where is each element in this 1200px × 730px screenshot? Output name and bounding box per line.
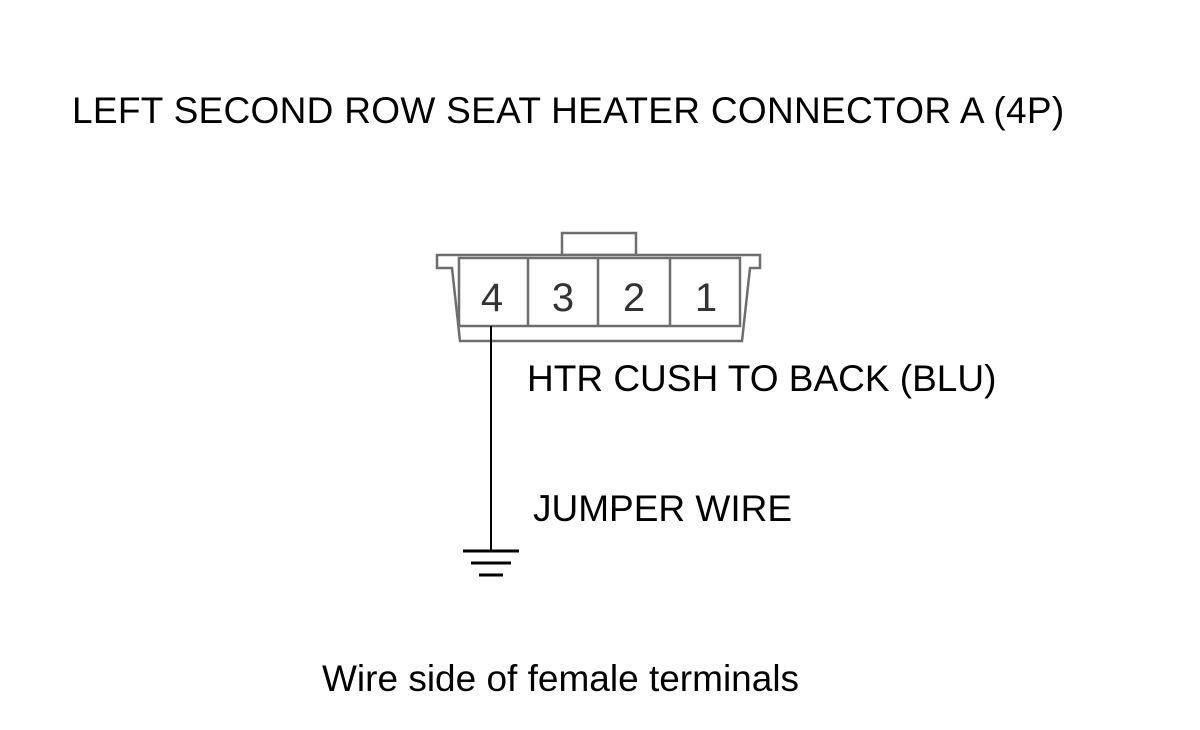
jumper-wire-label: JUMPER WIRE xyxy=(533,488,792,529)
connector-housing xyxy=(435,231,762,343)
connector-latch xyxy=(560,231,638,257)
wire-label: HTR CUSH TO BACK (BLU) xyxy=(527,358,997,399)
footer-note: Wire side of female terminals xyxy=(322,658,800,699)
pin-number: 3 xyxy=(552,276,574,320)
pin-number: 1 xyxy=(695,276,717,320)
ground-symbol-icon xyxy=(463,549,519,577)
connector-cavity xyxy=(457,256,742,328)
diagram-title: LEFT SECOND ROW SEAT HEATER CONNECTOR A … xyxy=(72,90,1065,131)
pin-number: 4 xyxy=(481,276,503,320)
pin-number: 2 xyxy=(623,276,645,320)
